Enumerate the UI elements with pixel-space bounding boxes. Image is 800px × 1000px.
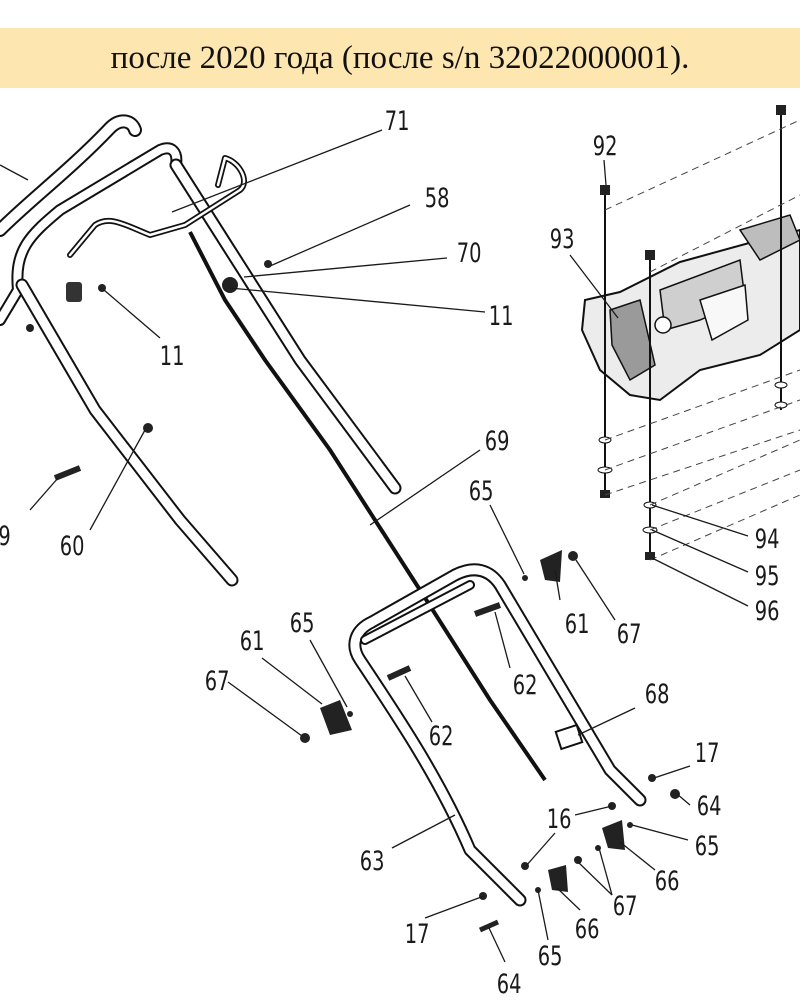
callout-66-right: 66: [655, 865, 680, 897]
banner-title: после 2020 года (после s/n 32022000001).: [110, 40, 690, 76]
callout-94: 94: [755, 523, 780, 555]
part-callouts: 71 58 70 11 11 92 93 69 9 60 65 61 67 62…: [0, 105, 780, 1000]
callout-92: 92: [593, 130, 618, 162]
callout-65-right: 65: [695, 830, 720, 862]
callout-9: 9: [0, 520, 11, 552]
callout-64-right: 64: [697, 790, 722, 822]
callout-11-right: 11: [489, 300, 514, 332]
callout-17-right: 17: [695, 737, 720, 769]
callout-61-left: 61: [240, 625, 265, 657]
callout-16: 16: [547, 803, 572, 835]
callout-67-left: 67: [205, 665, 230, 697]
callout-65-top: 65: [469, 475, 494, 507]
callout-69: 69: [485, 425, 510, 457]
callout-66-bottom: 66: [575, 913, 600, 945]
callout-58: 58: [425, 182, 450, 214]
callout-67-right: 67: [617, 618, 642, 650]
callout-17-left: 17: [405, 918, 430, 950]
leader-lines: [0, 129, 749, 963]
banner: [0, 28, 800, 88]
callout-65-bottom: 65: [538, 940, 563, 972]
upper-handle: [0, 114, 547, 782]
callout-93: 93: [550, 223, 575, 255]
callout-11-left: 11: [160, 340, 185, 372]
callout-96: 96: [755, 595, 780, 627]
callout-68: 68: [645, 678, 670, 710]
callout-61-right: 61: [565, 608, 590, 640]
callout-70: 70: [457, 237, 482, 269]
callout-95: 95: [755, 560, 780, 592]
mower-deck: [580, 105, 800, 561]
lower-handle: [300, 550, 680, 933]
callout-65-left: 65: [290, 607, 315, 639]
callout-71: 71: [385, 105, 410, 137]
callout-62-right: 62: [513, 669, 538, 701]
callout-63: 63: [360, 845, 385, 877]
callout-60: 60: [60, 530, 85, 562]
callout-62-left: 62: [429, 720, 454, 752]
callout-64-bottom: 64: [497, 968, 522, 1000]
callout-67-bottom: 67: [613, 890, 638, 922]
